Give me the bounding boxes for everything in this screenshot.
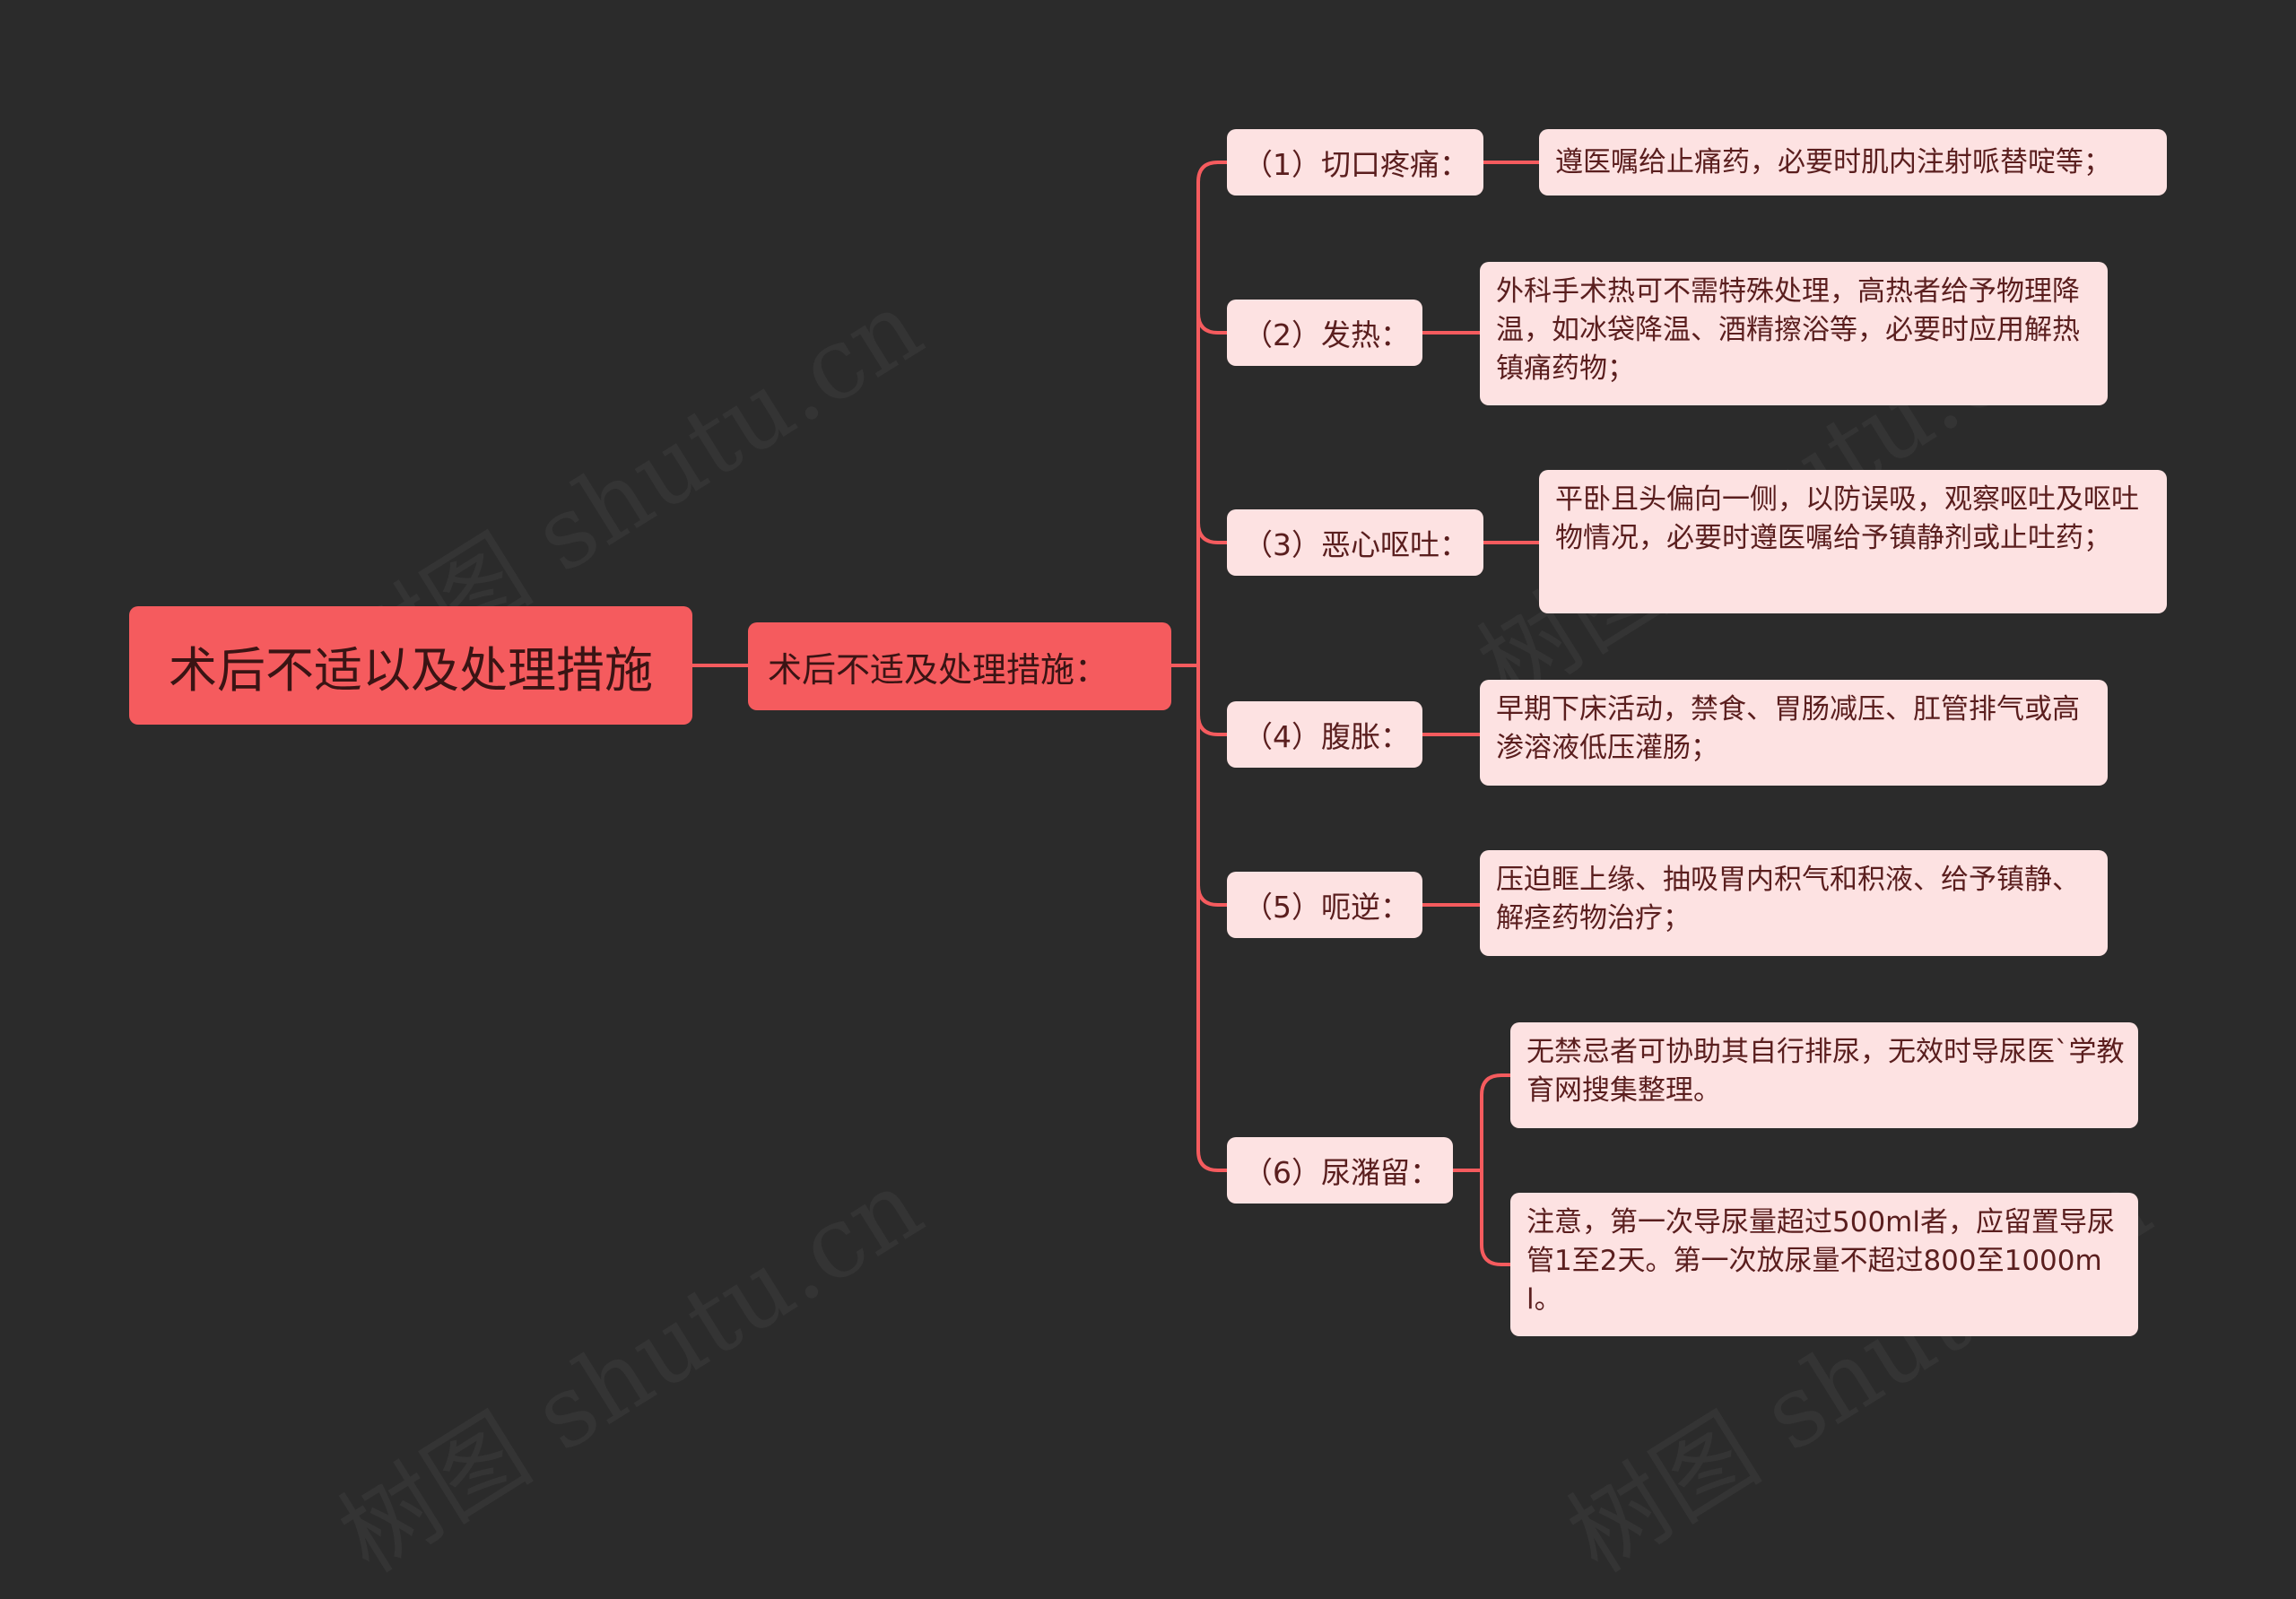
detail-node-urinary-retention-2[interactable]: 注意，第一次导尿量超过500ml者，应留置导尿管1至2天。第一次放尿量不超过80… (1510, 1193, 2138, 1336)
branch-link (1196, 884, 1227, 907)
root-label: 术后不适以及处理措施 (169, 641, 653, 699)
detail-text: 外科手术热可不需特殊处理，高热者给予物理降温，如冰袋降温、酒精擦浴等，必要时应用… (1496, 275, 2080, 385)
branch-label: （3）恶心呕吐： (1243, 527, 1469, 562)
detail-node-hiccup[interactable]: 压迫眶上缘、抽吸胃内积气和积液、给予镇静、解痉药物治疗； (1480, 850, 2108, 956)
branch-label: （4）腹胀： (1243, 719, 1410, 754)
branch-node-incision-pain[interactable]: （1）切口疼痛： (1227, 129, 1483, 196)
detail-text: 早期下床活动，禁食、胃肠减压、肛管排气或高渗溶液低压灌肠； (1496, 693, 2080, 764)
connector-lines (692, 161, 1539, 1266)
branch-link (1196, 312, 1227, 335)
mindmap-canvas: 树图 shutu.cn 树图 shutu.cn 树图 shutu.cn 树图 s… (129, 129, 2167, 1336)
branch-node-bloating[interactable]: （4）腹胀： (1227, 701, 1422, 768)
branch-label: （1）切口疼痛： (1243, 147, 1469, 182)
detail-text: 平卧且头偏向一侧，以防误吸，观察呕吐及呕吐物情况，必要时遵医嘱给予镇静剂或止吐药… (1555, 483, 2139, 554)
branch-node-hiccup[interactable]: （5）呃逆： (1227, 872, 1422, 938)
detail-node-incision-pain[interactable]: 遵医嘱给止痛药，必要时肌内注射哌替啶等； (1539, 129, 2167, 196)
detail-link (1480, 1170, 1510, 1266)
branch-label: （5）呃逆： (1243, 890, 1410, 925)
branch-node-nausea-vomiting[interactable]: （3）恶心呕吐： (1227, 509, 1483, 576)
branch-node-fever[interactable]: （2）发热： (1227, 300, 1422, 366)
branch-label: （6）尿潴留： (1243, 1155, 1439, 1190)
detail-node-bloating[interactable]: 早期下床活动，禁食、胃肠减压、肛管排气或高渗溶液低压灌肠； (1480, 680, 2108, 786)
root-node[interactable]: 术后不适以及处理措施 (129, 606, 692, 725)
detail-node-urinary-retention-1[interactable]: 无禁忌者可协助其自行排尿，无效时导尿医`学教育网搜集整理。 (1510, 1022, 2138, 1128)
detail-text: 无禁忌者可协助其自行排尿，无效时导尿医`学教育网搜集整理。 (1526, 1036, 2125, 1107)
detail-node-nausea-vomiting[interactable]: 平卧且头偏向一侧，以防误吸，观察呕吐及呕吐物情况，必要时遵医嘱给予镇静剂或止吐药… (1539, 470, 2167, 613)
branch-link (1196, 522, 1227, 544)
detail-text: 遵医嘱给止痛药，必要时肌内注射哌替啶等； (1555, 145, 2111, 178)
detail-text: 注意，第一次导尿量超过500ml者，应留置导尿管1至2天。第一次放尿量不超过80… (1526, 1206, 2115, 1316)
sub-topic-label: 术后不适及处理措施： (768, 649, 1109, 690)
branch-link (1196, 714, 1227, 736)
detail-text: 压迫眶上缘、抽吸胃内积气和积液、给予镇静、解痉药物治疗； (1496, 864, 2080, 934)
branch-node-urinary-retention[interactable]: （6）尿潴留： (1227, 1137, 1453, 1204)
branch-label: （2）发热： (1243, 317, 1410, 352)
detail-node-fever[interactable]: 外科手术热可不需特殊处理，高热者给予物理降温，如冰袋降温、酒精擦浴等，必要时应用… (1480, 262, 2108, 405)
branch-link (1196, 1150, 1227, 1172)
sub-topic-node[interactable]: 术后不适及处理措施： (748, 622, 1171, 710)
branch-link (1196, 161, 1227, 183)
detail-link (1480, 1073, 1510, 1170)
